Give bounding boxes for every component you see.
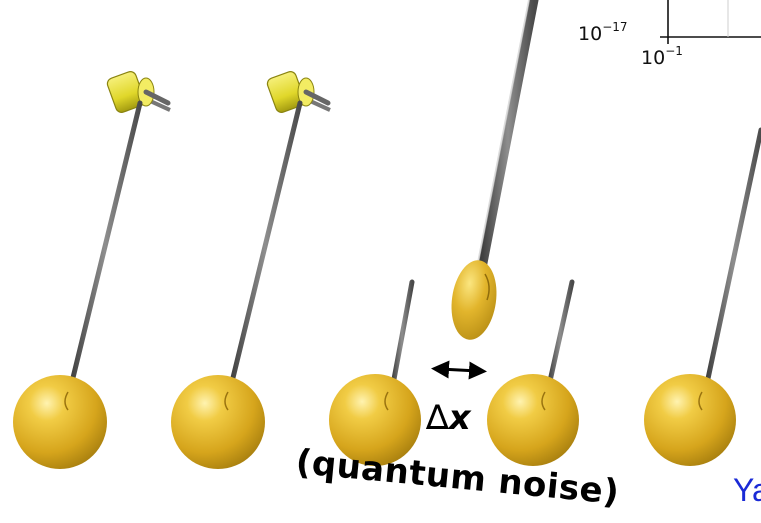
pendulum-3-bob [329,374,421,466]
x-tick-base: 10 [641,47,666,69]
cut-off-blue-text: Ya [733,472,761,508]
pendulum-5 [644,127,761,466]
pendulum-1-rod [67,100,143,393]
pendulum-3 [329,279,421,466]
pendulum-4-bob [487,374,579,466]
pendulum-2-bob [171,375,265,469]
y-tick-exponent: −17 [602,20,628,34]
displacement-label: ∆x [426,398,471,438]
pendulum-5-bob [644,374,736,466]
x-tick-exponent: −1 [665,44,683,58]
plot-y-tick-label: 10−17 [578,20,628,45]
pendulum-4-rod [545,279,575,393]
pendulum-3-rod [389,279,415,393]
pendulum-1 [13,71,171,469]
plot-fragment [660,0,761,44]
pendulum-2-rod [227,100,303,393]
displacement-variable: x [448,398,471,438]
plot-x-tick-label: 10−1 [641,44,683,69]
mirror-suspension-fiber [477,0,539,273]
mirror-pendulum [451,0,539,340]
displacement-arrow [431,360,487,380]
pendulum-2 [171,71,331,469]
delta-symbol: ∆ [426,398,449,438]
pendulum-2-axle [303,89,331,106]
pendulum-5-rod [703,127,761,391]
pendulum-1-bob [13,375,107,469]
pendulum-1-axle [143,89,171,106]
mirror-mass [451,260,497,340]
pendulum-4 [487,279,579,466]
y-tick-base: 10 [578,23,603,45]
